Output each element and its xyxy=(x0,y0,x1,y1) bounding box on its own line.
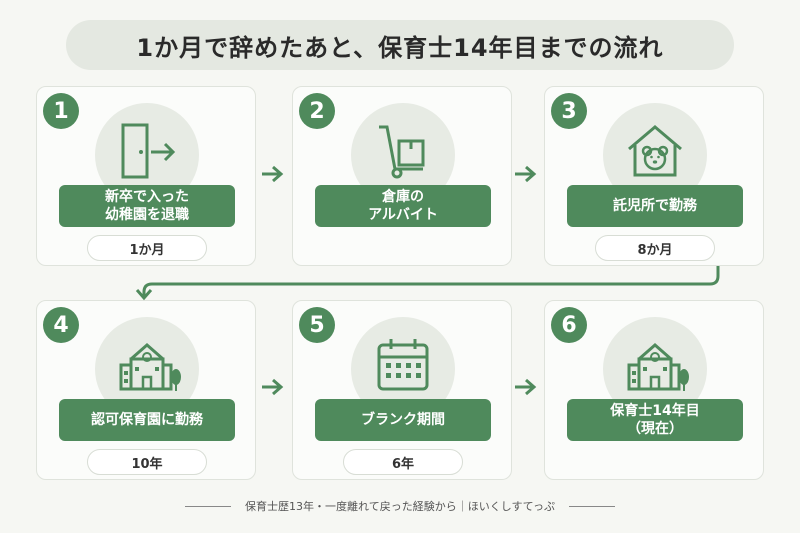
step-number: 6 xyxy=(551,307,587,343)
step-label-line1: 認可保育園に勤務 xyxy=(91,412,203,428)
step-label: ブランク期間 xyxy=(315,399,491,441)
arrow-right-icon xyxy=(515,165,537,183)
step-label: 託児所で勤務 xyxy=(567,185,743,227)
step-label-line1: 新卒で入った xyxy=(105,189,189,205)
step-label-line1: 保育士14年目 xyxy=(610,403,700,419)
step-card-4: 4 認可保育園に勤務 10年 xyxy=(36,300,256,480)
step-duration: 1か月 xyxy=(87,235,207,261)
house-bear-icon xyxy=(628,125,682,177)
footer-text: 保育士歴13年・一度離れて戻った経験から｜ほいくしすてっぷ xyxy=(245,500,555,513)
step-card-5: 5 ブランク期間 6年 xyxy=(292,300,512,480)
footer-divider-left xyxy=(185,505,232,507)
step-duration: 8か月 xyxy=(595,235,715,261)
hand-truck-box-icon xyxy=(379,125,425,179)
arrow-right-icon xyxy=(262,378,284,396)
step-duration: 6年 xyxy=(343,449,463,475)
school-building-icon xyxy=(627,343,689,391)
calendar-icon xyxy=(377,339,429,391)
footer: 保育士歴13年・一度離れて戻った経験から｜ほいくしすてっぷ xyxy=(0,496,800,516)
step-label: 保育士14年目 （現在） xyxy=(567,399,743,441)
step-label: 倉庫の アルバイト xyxy=(315,185,491,227)
wrap-connector-arrow-icon xyxy=(135,266,720,301)
step-number: 4 xyxy=(43,307,79,343)
step-label-line2: 幼稚園を退職 xyxy=(105,207,189,223)
step-number: 2 xyxy=(299,93,335,129)
step-label: 認可保育園に勤務 xyxy=(59,399,235,441)
arrow-right-icon xyxy=(262,165,284,183)
step-number: 5 xyxy=(299,307,335,343)
step-number: 3 xyxy=(551,93,587,129)
arrow-right-icon xyxy=(515,378,537,396)
step-number: 1 xyxy=(43,93,79,129)
step-label-line2: アルバイト xyxy=(368,207,438,223)
door-exit-icon xyxy=(121,123,176,179)
page-title: 1か月で辞めたあと、保育士14年目までの流れ xyxy=(66,20,734,70)
step-card-3: 3 託児所で勤務 8か月 xyxy=(544,86,764,266)
footer-divider-right xyxy=(568,505,615,507)
step-label-line1: 倉庫の xyxy=(382,189,424,205)
step-label-line1: ブランク期間 xyxy=(361,412,445,428)
step-card-1: 1 新卒で入った 幼稚園を退職 1か月 xyxy=(36,86,256,266)
step-duration: 10年 xyxy=(87,449,207,475)
step-card-2: 2 倉庫の アルバイト xyxy=(292,86,512,266)
school-building-icon xyxy=(119,343,181,391)
step-card-6: 6 保育士14年目 （現在） xyxy=(544,300,764,480)
step-label: 新卒で入った 幼稚園を退職 xyxy=(59,185,235,227)
step-label-line1: 託児所で勤務 xyxy=(613,198,697,214)
step-label-line2: （現在） xyxy=(627,421,683,437)
